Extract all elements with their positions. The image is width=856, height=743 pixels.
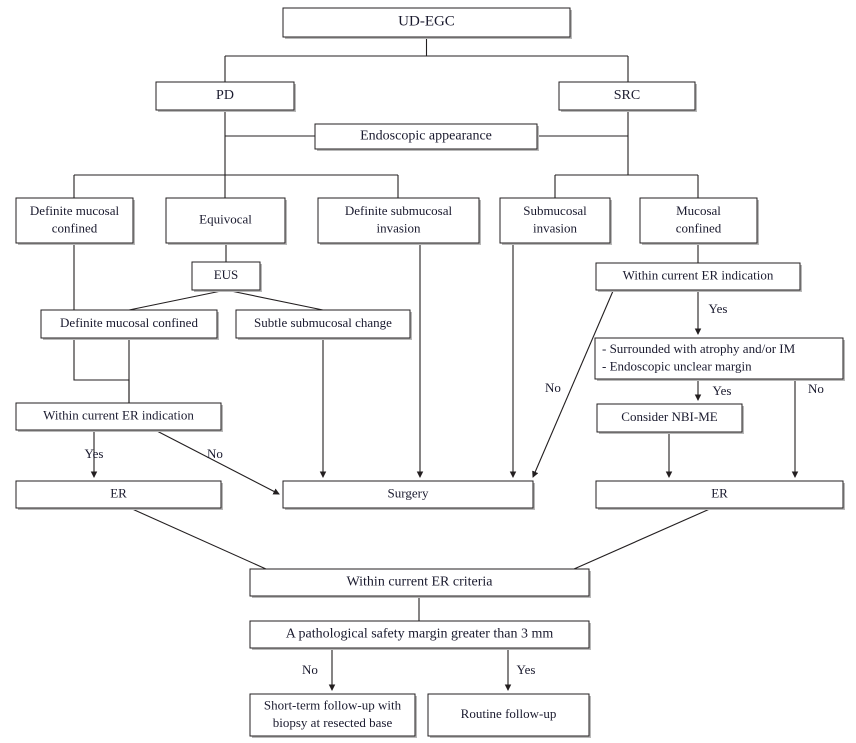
edge-label-no-er-indication-left: No — [207, 446, 223, 461]
node-label: Endoscopic appearance — [360, 129, 492, 144]
edge-label-yes-er-indication-right: Yes — [709, 301, 728, 316]
node-label: Equivocal — [199, 211, 252, 226]
node-eus[interactable]: EUS — [191, 261, 262, 292]
node-ud-egc[interactable]: UD-EGC — [282, 7, 572, 39]
node-layer: UD-EGC PD SRC Endoscopic appearanceDefinite… — [15, 7, 845, 738]
node-label: Surgery — [388, 485, 429, 500]
edge-label-yes-er-indication-left: Yes — [85, 446, 104, 461]
edge-label-no-er-indication-right: No — [545, 380, 561, 395]
node-box[interactable] — [596, 403, 743, 433]
node-label: ER — [110, 485, 127, 500]
edge-label-yes-atrophy: Yes — [713, 383, 732, 398]
edge-eus-to-subtle — [225, 289, 324, 311]
node-surrounded-atrophy[interactable]: - Surrounded with atrophy and/or IM- End… — [594, 337, 845, 381]
node-box[interactable] — [191, 261, 261, 291]
node-box[interactable] — [249, 620, 590, 649]
node-box[interactable] — [317, 197, 480, 244]
node-label: Within current ER indication — [43, 407, 194, 422]
edge-eus-to-definite-mucosal-2 — [128, 289, 227, 311]
node-definite-mucosal-confined-2[interactable]: Definite mucosal confined — [40, 309, 219, 340]
node-subtle-submucosal-change[interactable]: Subtle submucosal change — [235, 309, 412, 340]
node-box[interactable] — [499, 197, 611, 244]
node-box[interactable] — [165, 197, 286, 244]
node-label: SRC — [614, 88, 640, 103]
edge-er-right-to-criteria — [573, 507, 713, 570]
node-box[interactable] — [427, 693, 590, 737]
node-label: Within current ER criteria — [347, 575, 494, 590]
node-er-right[interactable]: ER — [595, 480, 845, 510]
edge-er-left-to-criteria — [129, 507, 267, 570]
node-routine-followup[interactable]: Routine follow-up — [427, 693, 591, 738]
node-pd[interactable]: PD — [155, 81, 296, 112]
node-box[interactable] — [595, 262, 801, 291]
node-box[interactable] — [595, 480, 844, 509]
node-label: Subtle submucosal change — [254, 315, 392, 330]
node-surgery[interactable]: Surgery — [282, 480, 535, 510]
node-equivocal[interactable]: Equivocal — [165, 197, 287, 245]
node-label: - Surrounded with atrophy and/or IM- End… — [602, 341, 796, 374]
edge-label-yes-pathological-margin: Yes — [517, 662, 536, 677]
node-label: Within current ER indication — [623, 267, 774, 282]
node-within-er-indication-right[interactable]: Within current ER indication — [595, 262, 802, 292]
node-label: EUS — [214, 267, 239, 282]
edge-er-indication-left-to-surgery — [154, 429, 280, 495]
node-consider-nbi-me[interactable]: Consider NBI-ME — [596, 403, 744, 434]
node-label: Routine follow-up — [461, 706, 557, 721]
node-label: Consider NBI-ME — [621, 409, 717, 424]
node-box[interactable] — [15, 402, 222, 431]
node-box[interactable] — [282, 480, 534, 509]
node-label: A pathological safety margin greater tha… — [286, 627, 554, 642]
edge-label-no-atrophy: No — [808, 381, 824, 396]
node-pathological-margin[interactable]: A pathological safety margin greater tha… — [249, 620, 591, 650]
node-box[interactable] — [249, 693, 416, 737]
node-label: Definite mucosal confined — [60, 315, 198, 330]
node-box[interactable] — [558, 81, 696, 111]
node-within-er-criteria[interactable]: Within current ER criteria — [249, 568, 591, 598]
node-box[interactable] — [235, 309, 411, 339]
node-label: PD — [216, 88, 234, 103]
node-label: UD-EGC — [398, 14, 455, 30]
node-box[interactable] — [40, 309, 218, 339]
node-box[interactable] — [314, 123, 538, 150]
node-er-left[interactable]: ER — [15, 480, 223, 510]
node-box[interactable] — [639, 197, 758, 244]
node-box[interactable] — [15, 197, 134, 244]
node-box[interactable] — [15, 480, 222, 509]
node-box[interactable] — [155, 81, 295, 111]
edge-label-no-pathological-margin: No — [302, 662, 318, 677]
node-box[interactable] — [282, 7, 571, 38]
node-within-er-indication-left[interactable]: Within current ER indication — [15, 402, 223, 432]
edge-er-indication-right-to-surgery — [532, 290, 614, 478]
node-label: ER — [711, 485, 728, 500]
node-box[interactable] — [249, 568, 590, 597]
node-src[interactable]: SRC — [558, 81, 697, 112]
node-endoscopic-appearance[interactable]: Endoscopic appearance — [314, 123, 539, 151]
node-box[interactable] — [594, 337, 844, 380]
